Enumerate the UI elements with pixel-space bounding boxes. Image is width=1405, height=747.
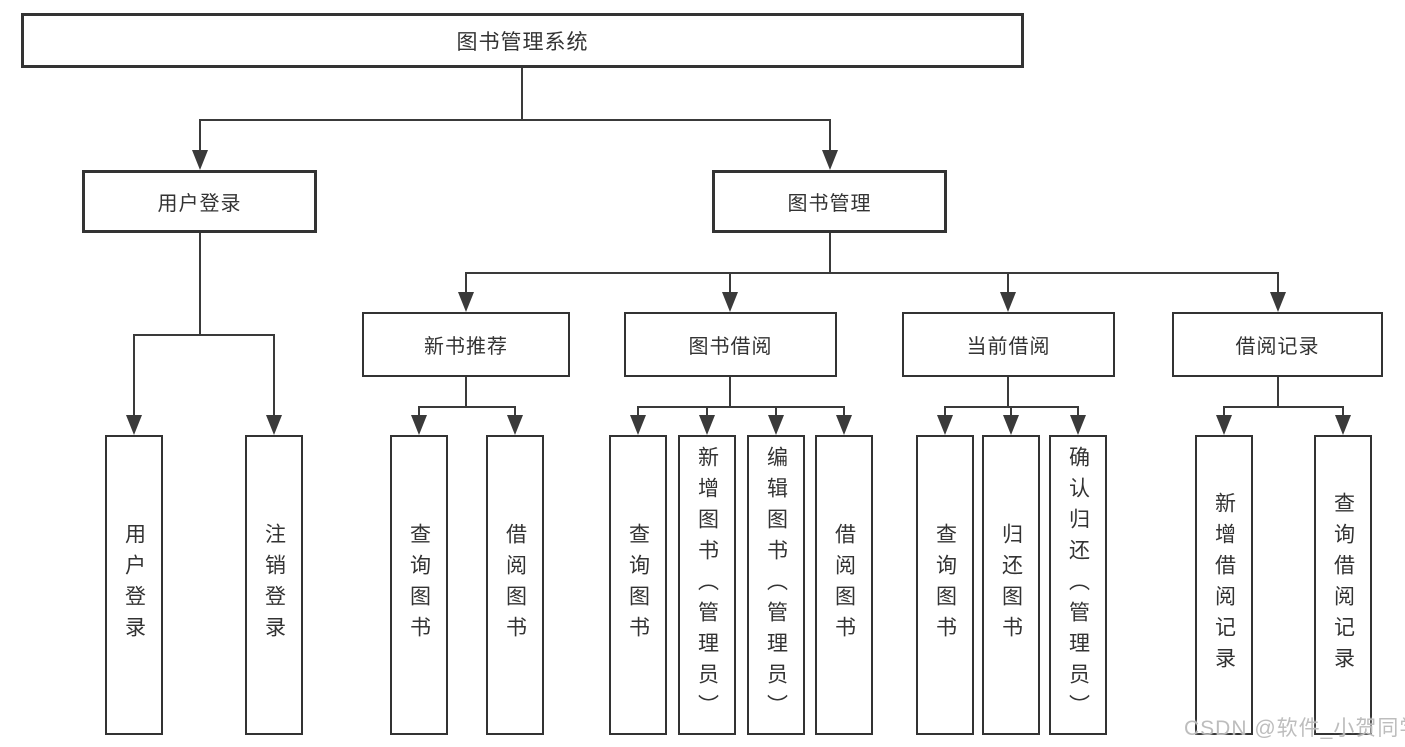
leaf-borrow-books-borrowing: 借阅图书 xyxy=(815,435,873,735)
node-book-management: 图书管理 xyxy=(712,170,947,233)
leaf-edit-books-admin: 编辑图书（管理员） xyxy=(747,435,805,735)
node-label: 用户登录 xyxy=(157,193,242,215)
node-label: 确认归还（管理员） xyxy=(1066,445,1090,725)
connector-line xyxy=(1342,406,1344,418)
arrowhead-down-icon xyxy=(411,415,427,435)
node-label: 图书管理 xyxy=(787,193,872,215)
connector-line xyxy=(521,68,523,120)
connector-line xyxy=(944,406,946,418)
connector-line xyxy=(199,119,201,152)
connector-line xyxy=(465,272,1279,274)
node-label: 查询图书 xyxy=(933,523,957,647)
arrowhead-down-icon xyxy=(699,415,715,435)
leaf-query-books-current: 查询图书 xyxy=(916,435,974,735)
node-label: 查询图书 xyxy=(626,523,650,647)
arrowhead-down-icon xyxy=(507,415,523,435)
node-book-borrowing: 图书借阅 xyxy=(624,312,837,377)
leaf-confirm-return-admin: 确认归还（管理员） xyxy=(1049,435,1107,735)
leaf-add-borrow-record: 新增借阅记录 xyxy=(1195,435,1253,735)
arrowhead-down-icon xyxy=(937,415,953,435)
leaf-query-books-borrowing: 查询图书 xyxy=(609,435,667,735)
node-label: 用户登录 xyxy=(122,523,146,647)
arrowhead-down-icon xyxy=(126,415,142,435)
leaf-user-login: 用户登录 xyxy=(105,435,163,735)
node-root-book-management-system: 图书管理系统 xyxy=(21,13,1024,68)
node-user-login: 用户登录 xyxy=(82,170,317,233)
node-label: 新增图书（管理员） xyxy=(695,445,719,725)
connector-line xyxy=(775,406,777,418)
connector-line xyxy=(133,334,135,417)
arrowhead-down-icon xyxy=(1070,415,1086,435)
node-new-book-recommendation: 新书推荐 xyxy=(362,312,570,377)
node-label: 借阅图书 xyxy=(832,523,856,647)
arrowhead-down-icon xyxy=(266,415,282,435)
connector-line xyxy=(1277,272,1279,294)
connector-line xyxy=(843,406,845,418)
leaf-borrow-books-newbook: 借阅图书 xyxy=(486,435,544,735)
connector-line xyxy=(465,272,467,294)
node-label: 查询借阅记录 xyxy=(1331,492,1355,678)
node-label: 当前借阅 xyxy=(966,336,1051,358)
node-label: 借阅图书 xyxy=(503,523,527,647)
node-label: 借阅记录 xyxy=(1235,336,1320,358)
leaf-logout: 注销登录 xyxy=(245,435,303,735)
arrowhead-down-icon xyxy=(458,292,474,312)
leaf-query-books-newbook: 查询图书 xyxy=(390,435,448,735)
arrowhead-down-icon xyxy=(1000,292,1016,312)
leaf-return-books: 归还图书 xyxy=(982,435,1040,735)
node-label: 注销登录 xyxy=(262,523,286,647)
node-current-borrowing: 当前借阅 xyxy=(902,312,1115,377)
arrowhead-down-icon xyxy=(1270,292,1286,312)
arrowhead-down-icon xyxy=(1335,415,1351,435)
node-label: 编辑图书（管理员） xyxy=(764,445,788,725)
arrowhead-down-icon xyxy=(630,415,646,435)
connector-line xyxy=(1223,406,1225,418)
arrowhead-down-icon xyxy=(192,150,208,170)
connector-line xyxy=(637,406,845,408)
connector-line xyxy=(1077,406,1079,418)
connector-line xyxy=(1007,272,1009,294)
connector-line xyxy=(133,334,275,336)
node-label: 归还图书 xyxy=(999,523,1023,647)
connector-line xyxy=(418,406,420,418)
arrowhead-down-icon xyxy=(822,150,838,170)
connector-line xyxy=(829,119,831,152)
connector-line xyxy=(418,406,516,408)
arrowhead-down-icon xyxy=(836,415,852,435)
connector-line xyxy=(465,377,467,408)
csdn-watermark: CSDN @软件_小贺同学 xyxy=(1184,717,1405,740)
connector-line xyxy=(706,406,708,418)
connector-line xyxy=(829,233,831,273)
connector-line xyxy=(199,233,201,335)
arrowhead-down-icon xyxy=(768,415,784,435)
arrowhead-down-icon xyxy=(722,292,738,312)
node-label: 图书借阅 xyxy=(688,336,773,358)
connector-line xyxy=(273,334,275,417)
connector-line xyxy=(1223,406,1344,408)
arrowhead-down-icon xyxy=(1216,415,1232,435)
connector-line xyxy=(514,406,516,418)
arrowhead-down-icon xyxy=(1003,415,1019,435)
node-label: 新书推荐 xyxy=(424,336,508,358)
connector-line xyxy=(1007,377,1009,408)
connector-line xyxy=(729,377,731,408)
node-label: 查询图书 xyxy=(407,523,431,647)
leaf-add-books-admin: 新增图书（管理员） xyxy=(678,435,736,735)
connector-line xyxy=(1277,377,1279,408)
node-borrowing-records: 借阅记录 xyxy=(1172,312,1383,377)
node-label: 图书管理系统 xyxy=(456,30,589,54)
leaf-query-borrow-record: 查询借阅记录 xyxy=(1314,435,1372,735)
connector-line xyxy=(637,406,639,418)
node-label: 新增借阅记录 xyxy=(1212,492,1236,678)
connector-line xyxy=(1010,406,1012,418)
connector-line xyxy=(729,272,731,294)
connector-line xyxy=(199,119,831,121)
